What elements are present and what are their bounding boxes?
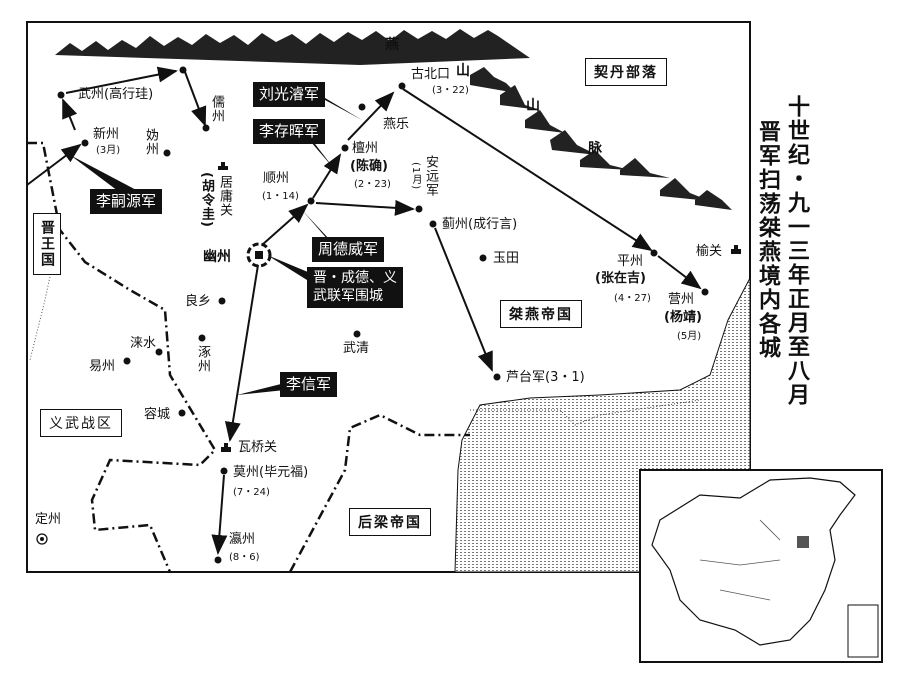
region-houliang: 后梁帝国 bbox=[349, 508, 431, 536]
army-lixin: 李信军 bbox=[280, 372, 338, 397]
place-pingzhou-cmd: (张在吉) bbox=[595, 271, 646, 286]
place-xinzhou-date: (3月) bbox=[96, 145, 121, 156]
place-dingzhou: 定州 bbox=[35, 512, 62, 527]
title-line-1: 十世纪・九一三年正月至八月 bbox=[784, 95, 809, 407]
city-dots bbox=[57, 66, 709, 564]
place-yuguan: 榆关 bbox=[696, 244, 723, 259]
place-gubeikou-date: (3・22) bbox=[432, 85, 469, 96]
place-wuzhou: 武州(高行珪) bbox=[78, 87, 154, 102]
place-juyongguan: 居庸关 bbox=[217, 175, 232, 217]
place-laishui: 涞水 bbox=[130, 336, 157, 351]
place-yizhou: 易州 bbox=[89, 359, 116, 374]
mountain-label: 脉 bbox=[588, 141, 602, 157]
army-zhoudewei: 周德威军 bbox=[312, 237, 385, 262]
place-juyong-cmd: (胡令圭) bbox=[199, 172, 214, 228]
place-tanzhou-cmd: (陈确) bbox=[350, 159, 388, 174]
title-line-2: 晋军扫荡桀燕境内各城 bbox=[755, 120, 780, 360]
place-yingzhou2: 瀛州 bbox=[229, 532, 256, 547]
place-gubeikou: 古北口 bbox=[411, 67, 451, 82]
region-jin: 晋王国 bbox=[33, 213, 61, 275]
place-anyuan-date: (1月) bbox=[410, 162, 421, 191]
place-guizhou: 妫州 bbox=[143, 128, 158, 156]
mountain-label: 燕 bbox=[385, 37, 399, 53]
place-yanle: 燕乐 bbox=[383, 117, 410, 132]
callout-pointers bbox=[70, 95, 362, 395]
siege-line-1: 晋・成德、义 bbox=[313, 270, 397, 286]
border-lines bbox=[27, 141, 470, 573]
pass-icons bbox=[218, 162, 741, 452]
place-waqiaoguan: 瓦桥关 bbox=[238, 440, 278, 455]
army-lisiyuan: 李嗣源军 bbox=[90, 189, 163, 214]
coast-dotted bbox=[470, 399, 701, 426]
mountain-label: 山 bbox=[456, 63, 470, 79]
army-siege: 晋・成德、义武联军围城 bbox=[307, 267, 403, 308]
place-liangxiang: 良乡 bbox=[185, 294, 212, 309]
dingzhou-icon bbox=[36, 533, 48, 545]
place-yingzhou-date: (5月) bbox=[677, 331, 702, 342]
place-jizhou: 蓟州(成行言) bbox=[442, 217, 518, 232]
place-wuqing: 武清 bbox=[343, 341, 370, 356]
region-khitan: 契丹部落 bbox=[585, 58, 667, 86]
youzhou-marker bbox=[246, 242, 272, 268]
army-licunhui: 李存晖军 bbox=[253, 119, 326, 144]
region-yiwu: 义武战区 bbox=[40, 409, 122, 437]
place-tanzhou: 檀州 bbox=[352, 141, 379, 156]
region-jieyan: 桀燕帝国 bbox=[500, 300, 582, 328]
campaign-arrows bbox=[26, 66, 702, 555]
place-mozhou-date: (7・24) bbox=[233, 487, 270, 498]
place-youzhou: 幽州 bbox=[203, 249, 231, 265]
place-xinzhou: 新州 bbox=[93, 127, 120, 142]
place-yingzhou: 营州 bbox=[668, 292, 695, 307]
siege-line-2: 武联军围城 bbox=[313, 287, 383, 304]
place-yutian: 玉田 bbox=[493, 251, 520, 266]
place-shunzhou: 顺州 bbox=[263, 171, 290, 186]
place-yingzhou-cmd: (杨靖) bbox=[664, 310, 702, 325]
place-mozhou: 莫州(毕元福) bbox=[233, 465, 309, 480]
place-anyuanjun: 安远军 bbox=[423, 155, 438, 197]
place-pingzhou-date: (4・27) bbox=[614, 293, 651, 304]
place-tanzhou-date: (2・23) bbox=[354, 179, 391, 190]
inset-china-map bbox=[639, 469, 883, 663]
place-yingzhou2-date: (8・6) bbox=[229, 552, 260, 563]
place-lutaijun: 芦台军(3・1) bbox=[506, 370, 585, 385]
place-shunzhou-date: (1・14) bbox=[262, 191, 299, 202]
army-liuguangjun: 刘光濬军 bbox=[253, 82, 326, 107]
place-zhuozhou: 涿州 bbox=[195, 345, 210, 373]
mountain-label: 山 bbox=[526, 98, 540, 114]
place-pingzhou: 平州 bbox=[617, 254, 644, 269]
place-rongcheng: 容城 bbox=[144, 407, 171, 422]
place-ruzhou: 儒州 bbox=[209, 95, 224, 123]
mountain-range bbox=[55, 29, 732, 210]
